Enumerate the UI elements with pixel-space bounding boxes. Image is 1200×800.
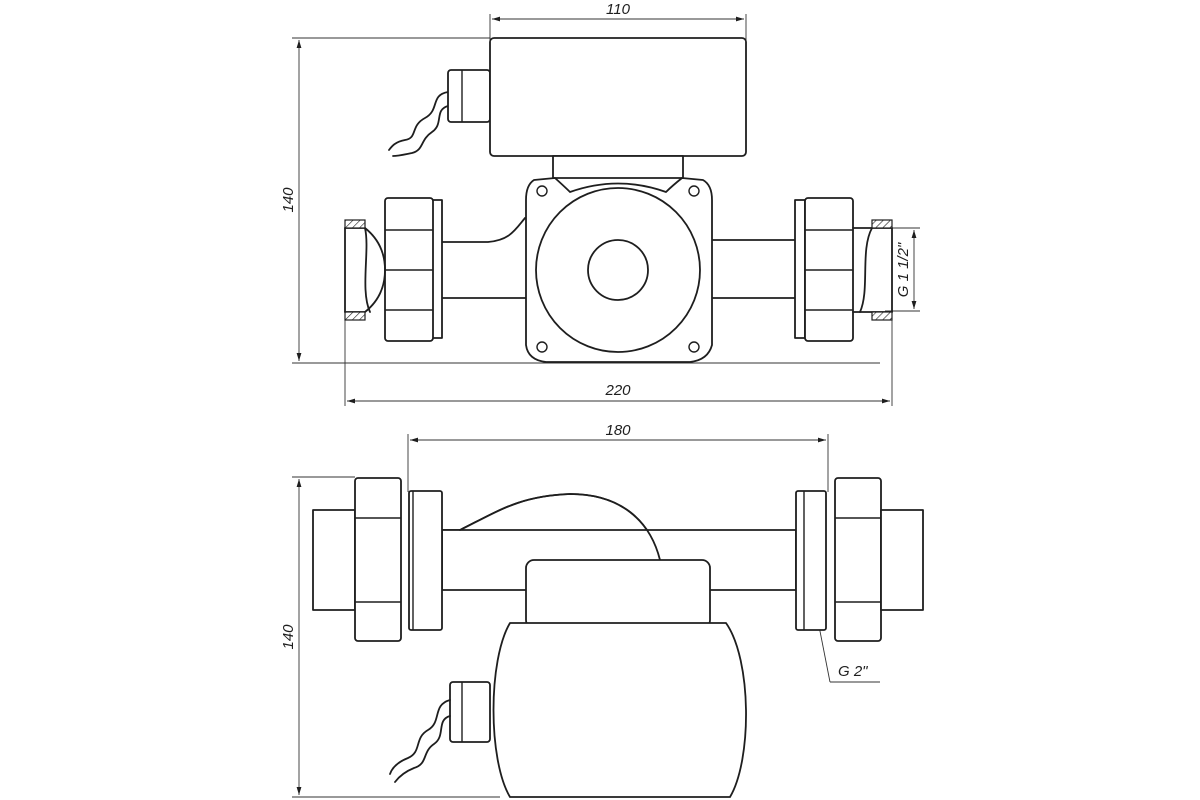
dim-height-bottom-label: 140 — [280, 624, 297, 650]
dimension-height-top: 140 — [280, 37, 880, 364]
motor-neck — [552, 155, 684, 179]
dim-thread-top-label: G 1 1/2" — [895, 242, 912, 297]
union-right-bottom — [795, 477, 924, 642]
motor-neck-bottom — [525, 559, 711, 629]
dimension-flange-distance: 180 — [407, 422, 829, 492]
union-left-bottom — [312, 477, 443, 642]
top-view: 110 140 220 G 1 1/2" — [280, 1, 920, 406]
bolt-hole — [536, 341, 548, 353]
union-nut-right-bottom — [834, 477, 882, 642]
pipe-left — [439, 217, 529, 299]
pump-volute — [525, 177, 713, 363]
union-nut-left-bottom — [354, 477, 402, 642]
cable-gland — [447, 69, 491, 123]
power-cable-bottom — [389, 699, 451, 775]
motor-housing — [489, 37, 747, 157]
thread-section-left-top — [344, 219, 366, 229]
dim-motor-width-label: 110 — [606, 1, 631, 18]
dim-height-top-label: 140 — [280, 187, 297, 213]
cable-gland-bottom — [449, 681, 491, 743]
dim-thread-bottom-label: G 2" — [838, 663, 868, 680]
thread-section-left-bottom — [344, 311, 366, 321]
impeller-hub — [587, 239, 649, 301]
pipe-right — [707, 239, 797, 299]
union-right — [794, 197, 893, 342]
tail-piece-right — [880, 509, 924, 611]
bolt-hole — [536, 185, 548, 197]
dimension-overall-length: 220 — [344, 320, 893, 406]
dimension-thread-top: G 1 1/2" — [885, 227, 920, 312]
impeller-outer-ring — [535, 187, 701, 353]
dim-overall-length-label: 220 — [604, 382, 631, 399]
thread-section-right-top — [871, 219, 893, 229]
union-left — [344, 197, 443, 342]
flange-right — [795, 490, 827, 631]
thread-section-right-bottom — [871, 311, 893, 321]
bottom-view: 180 140 G 2" — [280, 422, 924, 798]
dimension-motor-width: 110 — [489, 1, 747, 40]
bolt-hole — [688, 185, 700, 197]
dim-flange-distance-label: 180 — [605, 422, 631, 439]
motor-body-bottom — [492, 622, 747, 798]
dimension-height-bottom: 140 — [280, 476, 500, 798]
tail-piece-left — [312, 509, 356, 611]
flange-left — [408, 490, 443, 631]
bolt-hole — [688, 341, 700, 353]
power-cable — [388, 91, 449, 151]
